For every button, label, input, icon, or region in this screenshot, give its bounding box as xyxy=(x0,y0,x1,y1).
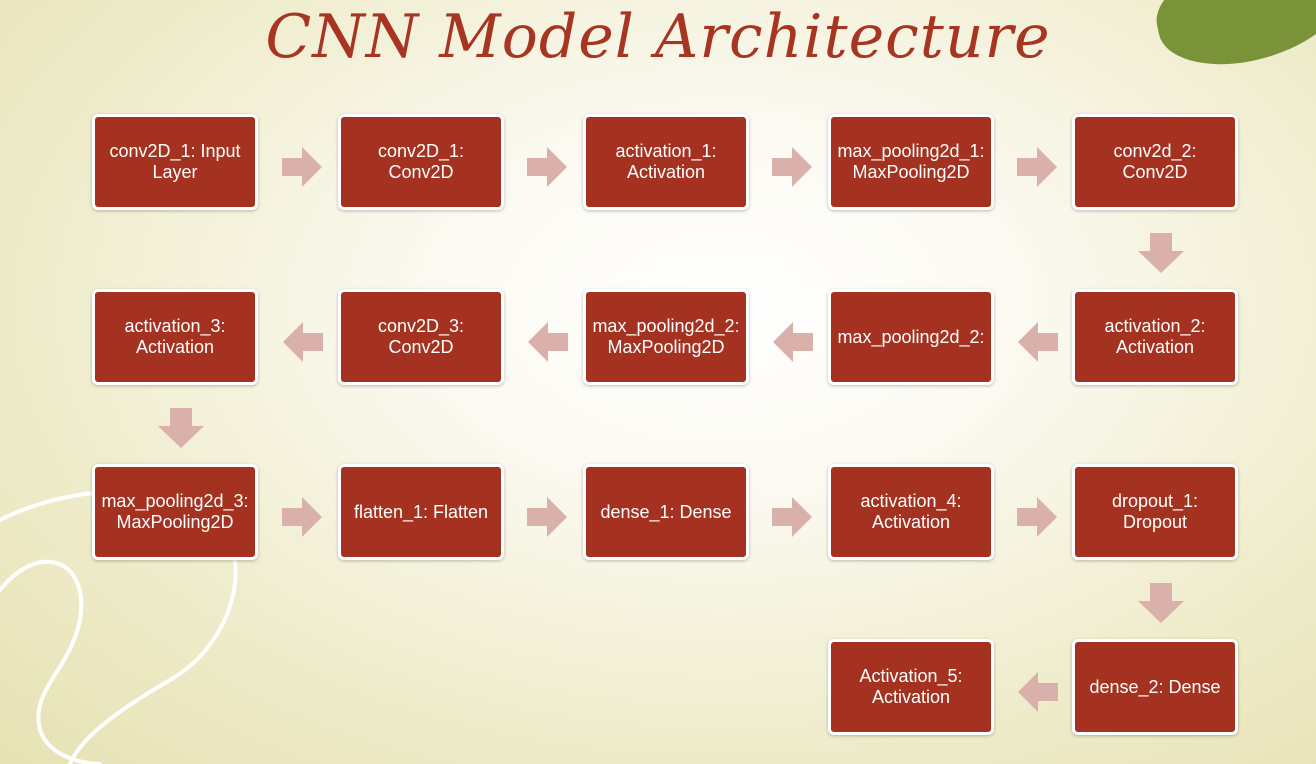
arrow-right-icon xyxy=(772,147,812,187)
arrow-right-icon xyxy=(1017,497,1057,537)
node-max-pooling2d-1: max_pooling2d_1: MaxPooling2D xyxy=(828,114,994,210)
arrow-down-icon xyxy=(1138,233,1184,273)
node-conv2d-2: conv2d_2: Conv2D xyxy=(1072,114,1238,210)
arrow-right-icon xyxy=(282,147,322,187)
arrow-right-icon xyxy=(527,497,567,537)
arrow-left-icon xyxy=(283,322,323,362)
node-conv2d-1-input: conv2D_1: Input Layer xyxy=(92,114,258,210)
arrow-right-icon xyxy=(282,497,322,537)
node-activation-3: activation_3: Activation xyxy=(92,289,258,385)
node-conv2d-3: conv2D_3: Conv2D xyxy=(338,289,504,385)
node-dense-2: dense_2: Dense xyxy=(1072,639,1238,735)
arrow-right-icon xyxy=(772,497,812,537)
arrow-left-icon xyxy=(1018,672,1058,712)
arrow-down-icon xyxy=(1138,583,1184,623)
node-max-pooling2d-2-a: max_pooling2d_2: xyxy=(828,289,994,385)
node-flatten-1: flatten_1: Flatten xyxy=(338,464,504,560)
node-dropout-1: dropout_1: Dropout xyxy=(1072,464,1238,560)
page-title: CNN Model Architecture xyxy=(265,2,1051,72)
arrow-left-icon xyxy=(773,322,813,362)
node-max-pooling2d-3: max_pooling2d_3: MaxPooling2D xyxy=(92,464,258,560)
node-activation-4: activation_4: Activation xyxy=(828,464,994,560)
arrow-right-icon xyxy=(1017,147,1057,187)
arrow-right-icon xyxy=(527,147,567,187)
node-conv2d-1: conv2D_1: Conv2D xyxy=(338,114,504,210)
node-activation-1: activation_1: Activation xyxy=(583,114,749,210)
arrow-down-icon xyxy=(158,408,204,448)
node-dense-1: dense_1: Dense xyxy=(583,464,749,560)
node-activation-2: activation_2: Activation xyxy=(1072,289,1238,385)
node-max-pooling2d-2-b: max_pooling2d_2: MaxPooling2D xyxy=(583,289,749,385)
node-activation-5: Activation_5: Activation xyxy=(828,639,994,735)
arrow-left-icon xyxy=(528,322,568,362)
arrow-left-icon xyxy=(1018,322,1058,362)
